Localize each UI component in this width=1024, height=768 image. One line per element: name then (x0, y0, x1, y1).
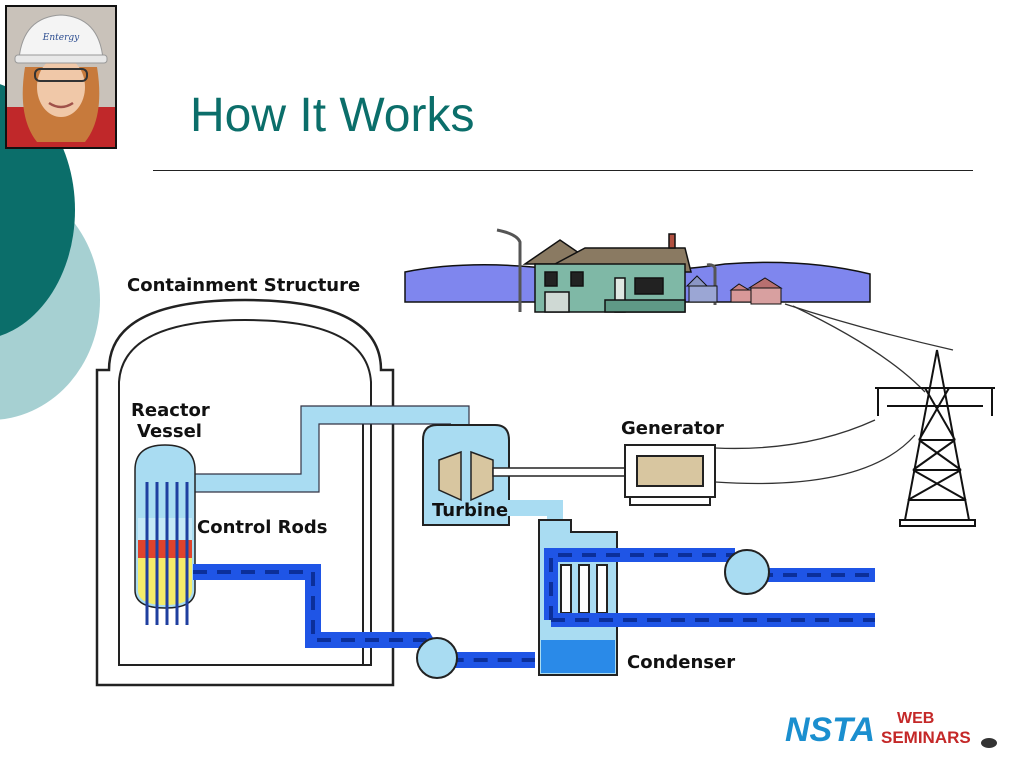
label-containment-structure: Containment Structure (127, 275, 360, 296)
helmet-text: Entergy (42, 33, 80, 43)
presenter-photo: Entergy (5, 5, 117, 149)
svg-text:SEMINARS: SEMINARS (881, 728, 971, 747)
steam-pipe (175, 406, 469, 492)
turbine (422, 424, 510, 526)
label-turbine: Turbine (432, 500, 508, 521)
label-reactor: Reactor (131, 400, 210, 421)
svg-text:NSTA: NSTA (785, 711, 875, 749)
label-vessel: Vessel (137, 421, 202, 442)
title-divider (153, 170, 973, 171)
label-generator: Generator (621, 418, 724, 439)
generator (624, 444, 716, 506)
transmission-lines (714, 303, 954, 485)
small-houses (685, 275, 783, 305)
turbine-shaft (492, 467, 630, 477)
reactor-vessel (134, 444, 196, 625)
svg-text:WEB: WEB (897, 710, 934, 727)
house (522, 233, 692, 313)
page-title: How It Works (190, 89, 475, 142)
pump (416, 637, 458, 679)
control-rods (145, 482, 189, 625)
label-condenser: Condenser (627, 652, 735, 673)
nuclear-plant-diagram: Containment Structure Reactor Vessel Con… (95, 228, 995, 687)
cooling-pump (724, 549, 770, 595)
transmission-tower (875, 349, 995, 527)
street-lamp (496, 228, 717, 312)
nsta-web-seminars-logo: NSTA WEB SEMINARS (785, 710, 997, 749)
mouse-icon (981, 738, 997, 748)
label-control-rods: Control Rods (197, 517, 328, 538)
